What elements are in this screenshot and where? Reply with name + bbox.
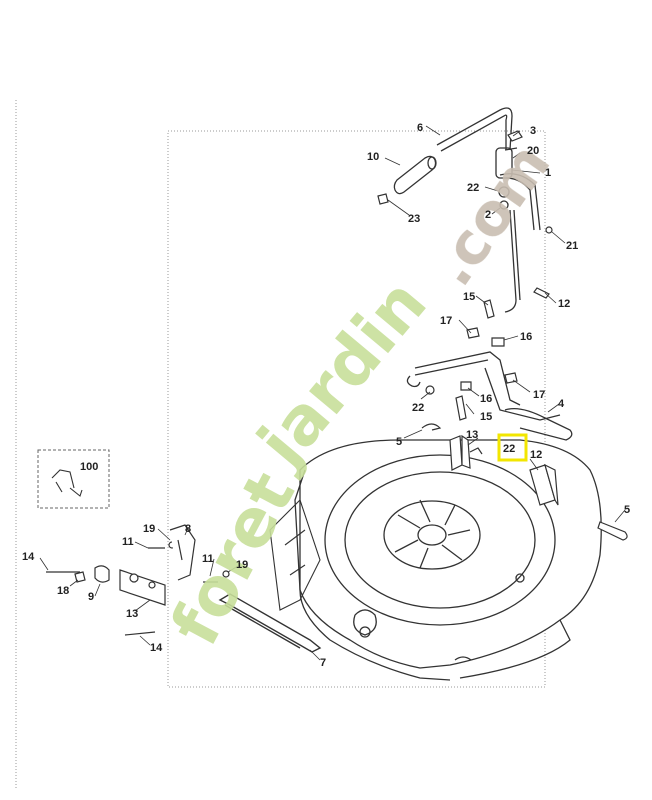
callout-14: 14 xyxy=(150,642,163,654)
callout-22: 22 xyxy=(467,182,479,194)
callout-15: 15 xyxy=(480,411,492,423)
leader-lines xyxy=(39,125,626,661)
callout-6: 6 xyxy=(417,122,423,134)
callout-labels: 6 3 20 1 10 22 2 23 21 15 12 17 16 22 16… xyxy=(22,122,630,669)
callout-21: 21 xyxy=(566,240,578,252)
callout-14: 14 xyxy=(22,551,35,563)
rear-axle-lever xyxy=(406,351,573,441)
brackets xyxy=(421,423,628,541)
callout-16: 16 xyxy=(480,393,492,405)
assembly-frame xyxy=(167,130,546,688)
callout-15: 15 xyxy=(463,291,475,303)
callout-17: 17 xyxy=(440,315,452,327)
callout-16: 16 xyxy=(520,331,532,343)
callout-23: 23 xyxy=(408,213,420,225)
callout-100: 100 xyxy=(80,461,98,473)
handle-7 xyxy=(218,593,322,653)
small-parts xyxy=(377,130,553,421)
callout-1: 1 xyxy=(545,167,551,179)
callout-5: 5 xyxy=(624,504,630,516)
detail-box-100 xyxy=(37,449,110,509)
height-lever xyxy=(436,107,541,313)
callout-20: 20 xyxy=(527,145,539,157)
callout-8: 8 xyxy=(185,523,191,535)
callout-19: 19 xyxy=(236,559,248,571)
callout-5: 5 xyxy=(396,436,402,448)
detail-clip-100 xyxy=(51,469,83,497)
callout-22: 22 xyxy=(412,402,424,414)
callout-18: 18 xyxy=(57,585,69,597)
mower-deck xyxy=(294,439,602,681)
callout-11: 11 xyxy=(202,553,214,565)
callout-3: 3 xyxy=(530,125,536,137)
callout-13: 13 xyxy=(126,608,138,620)
highlight-box xyxy=(497,433,528,462)
callout-9: 9 xyxy=(88,591,94,603)
callout-17: 17 xyxy=(533,389,545,401)
callout-7: 7 xyxy=(320,657,326,669)
callout-13: 13 xyxy=(466,429,478,441)
callout-12: 12 xyxy=(530,449,542,461)
callout-12: 12 xyxy=(558,298,570,310)
front-axle-parts xyxy=(46,524,230,636)
callout-2: 2 xyxy=(485,209,491,221)
callout-22: 22 xyxy=(503,443,515,455)
handle-grip xyxy=(393,155,437,195)
callout-10: 10 xyxy=(367,151,379,163)
rear-flap xyxy=(269,498,321,611)
callout-19: 19 xyxy=(143,523,155,535)
callout-11: 11 xyxy=(122,536,134,548)
callout-4: 4 xyxy=(558,398,565,410)
